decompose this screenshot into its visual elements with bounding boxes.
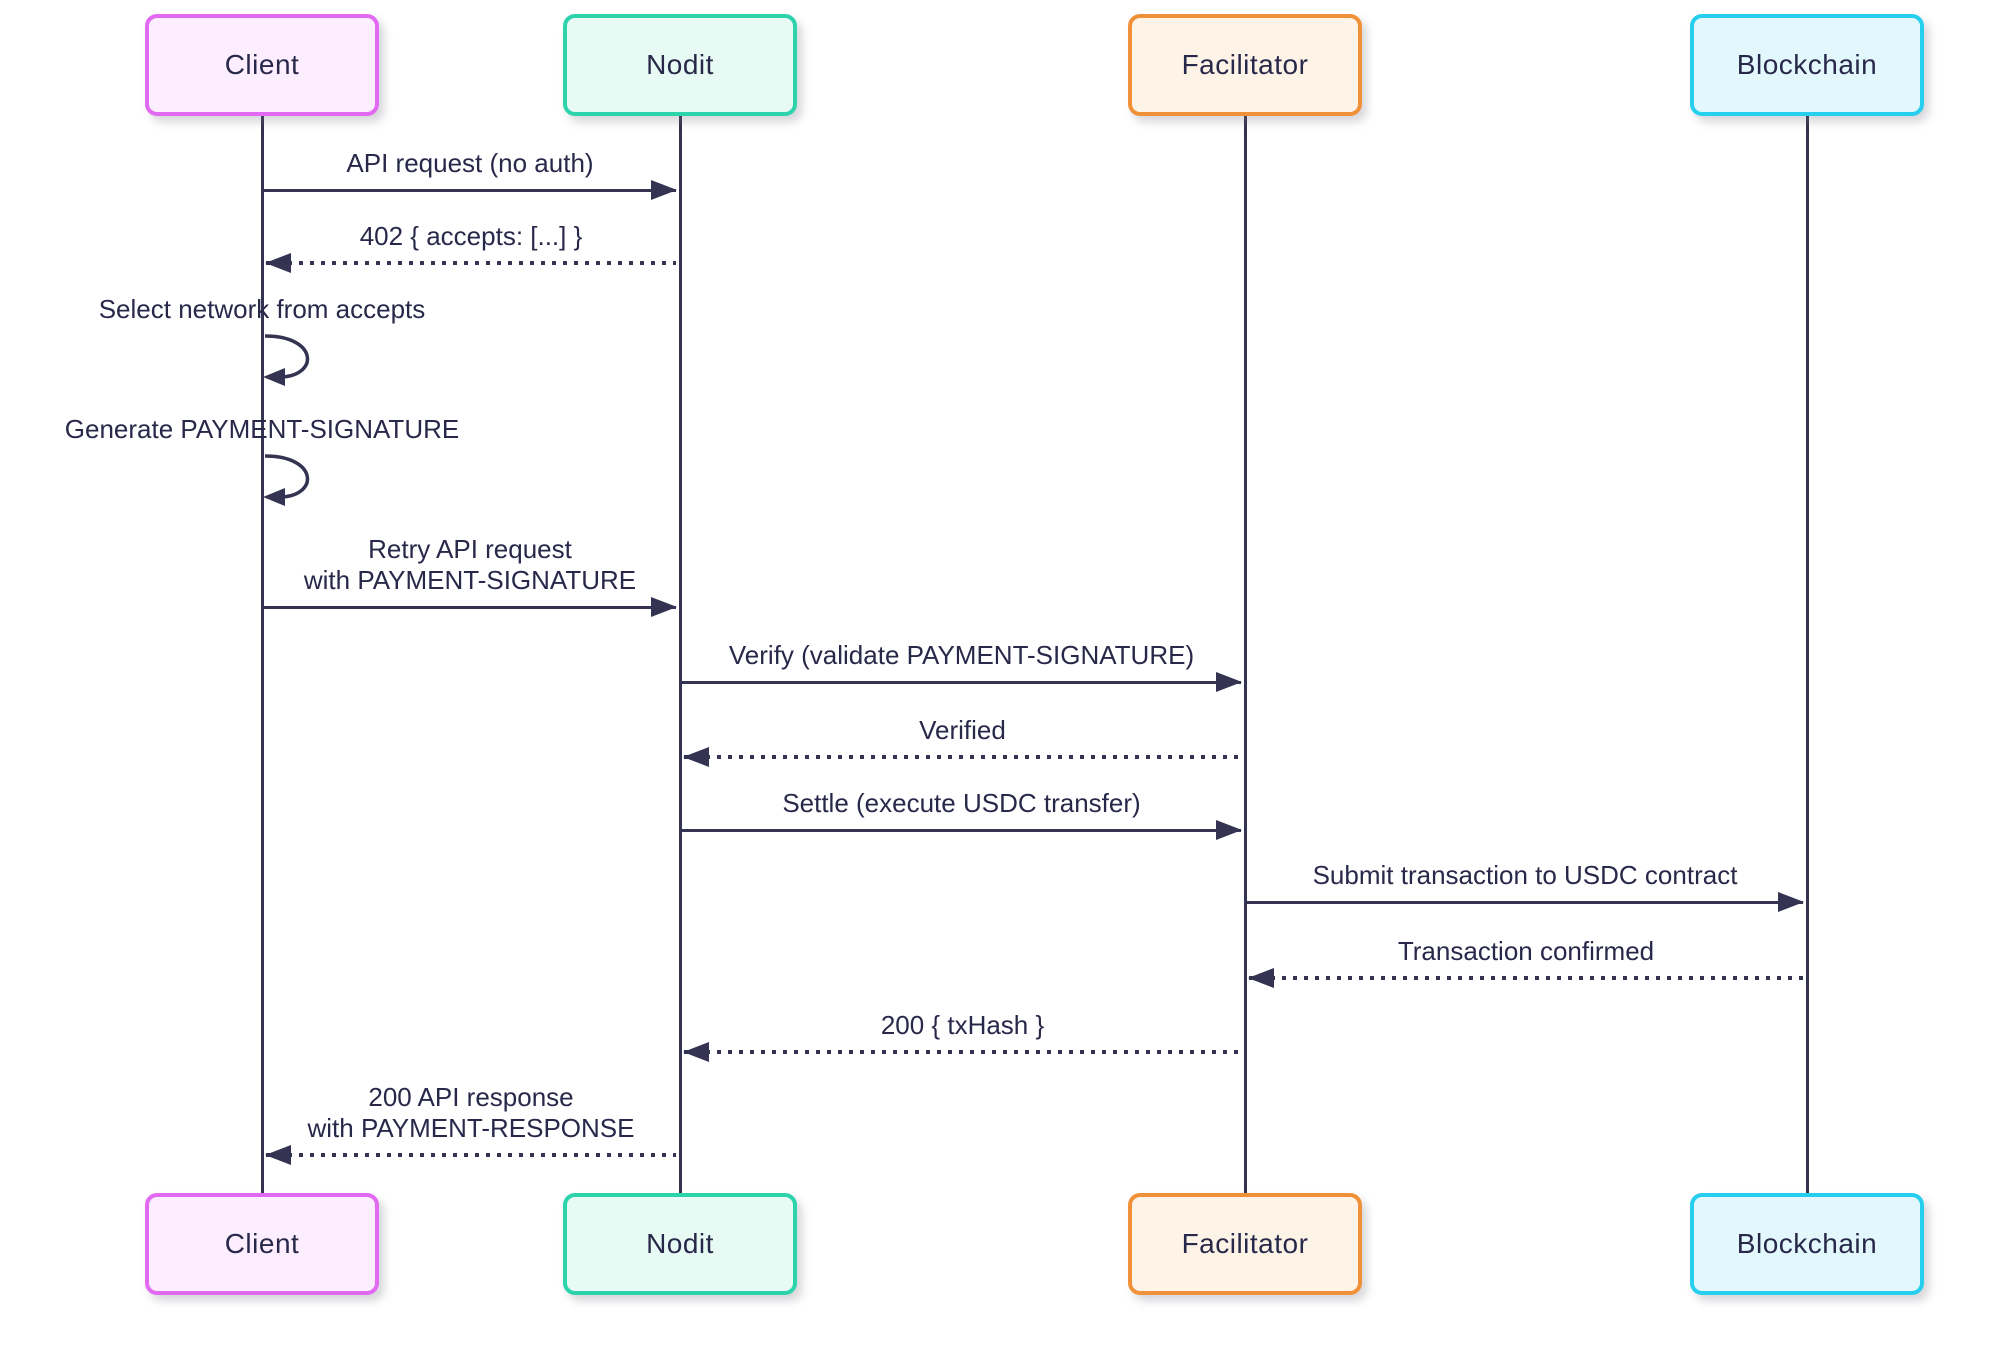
arrow-dotted-left	[683, 747, 1241, 767]
lifeline-facilitator	[1244, 116, 1247, 1193]
actor-blockchain-top: Blockchain	[1690, 14, 1924, 116]
arrow-line	[264, 188, 676, 192]
lifeline-client	[261, 116, 264, 1193]
arrow-line	[682, 680, 1241, 684]
arrow-dotted-left	[265, 1145, 676, 1165]
message-verify: Verify (validate PAYMENT-SIGNATURE)	[682, 640, 1242, 692]
arrow-solid-right	[1247, 892, 1804, 912]
self-loop-arrow	[263, 454, 309, 506]
message-api-response: 200 API response with PAYMENT-RESPONSE	[265, 1082, 676, 1165]
message-settle: Settle (execute USDC transfer)	[682, 788, 1242, 840]
arrow-dotted-left	[1248, 968, 1803, 988]
message-label: API request (no auth)	[346, 148, 594, 178]
arrow-line	[1247, 900, 1803, 904]
message-label: 200 { txHash }	[880, 1010, 1045, 1040]
arrow-dotted-left	[265, 253, 676, 273]
self-loop-arrow	[263, 334, 309, 386]
actor-client-label: Client	[224, 49, 300, 80]
actor-nodit-label: Nodit	[646, 1228, 714, 1259]
arrowhead-left-icon	[265, 1145, 291, 1165]
arrow-solid-right	[682, 820, 1242, 840]
arrow-solid-right	[682, 672, 1242, 692]
arrowhead-left-icon	[683, 1042, 709, 1062]
message-label: Settle (execute USDC transfer)	[782, 788, 1141, 818]
actor-blockchain-label: Blockchain	[1736, 1228, 1878, 1259]
arrow-dotted-left	[683, 1042, 1241, 1062]
actor-nodit-top: Nodit	[563, 14, 797, 116]
message-transaction-confirmed: Transaction confirmed	[1248, 936, 1803, 988]
lifeline-blockchain	[1806, 116, 1809, 1193]
message-label: Transaction confirmed	[1397, 936, 1655, 966]
arrowhead-right-icon	[1778, 892, 1804, 912]
message-label: Verify (validate PAYMENT-SIGNATURE)	[728, 640, 1195, 670]
actor-facilitator-label: Facilitator	[1181, 1228, 1309, 1259]
arrow-line	[684, 755, 1241, 759]
arrowhead-right-icon	[651, 597, 677, 617]
actor-blockchain-label: Blockchain	[1736, 49, 1878, 80]
message-label: Retry API request with PAYMENT-SIGNATURE	[303, 534, 637, 595]
arrow-line	[684, 1050, 1241, 1054]
message-label: Verified	[919, 715, 1006, 745]
message-api-request: API request (no auth)	[264, 148, 677, 200]
arrow-line	[266, 261, 676, 265]
actor-facilitator-bottom: Facilitator	[1128, 1193, 1362, 1295]
arrow-solid-right	[264, 180, 677, 200]
actor-client-top: Client	[145, 14, 379, 116]
arrowhead-right-icon	[1216, 820, 1242, 840]
message-verified: Verified	[683, 715, 1241, 767]
actor-facilitator-label: Facilitator	[1181, 49, 1309, 80]
arrow-line	[682, 828, 1241, 832]
actor-nodit-bottom: Nodit	[563, 1193, 797, 1295]
message-generate-signature: Generate PAYMENT-SIGNATURE	[64, 414, 460, 444]
message-txhash: 200 { txHash }	[683, 1010, 1241, 1062]
message-label: 200 API response with PAYMENT-RESPONSE	[307, 1082, 635, 1143]
lifeline-nodit	[679, 116, 682, 1193]
actor-facilitator-top: Facilitator	[1128, 14, 1362, 116]
message-label: Submit transaction to USDC contract	[1312, 860, 1738, 890]
arrow-line	[264, 605, 676, 609]
message-retry-request: Retry API request with PAYMENT-SIGNATURE	[264, 534, 677, 617]
message-label: 402 { accepts: [...] }	[359, 221, 583, 251]
actor-client-bottom: Client	[145, 1193, 379, 1295]
message-submit-transaction: Submit transaction to USDC contract	[1247, 860, 1804, 912]
arrow-line	[266, 1153, 676, 1157]
arrowhead-right-icon	[1216, 672, 1242, 692]
actor-nodit-label: Nodit	[646, 49, 714, 80]
arrowhead-left-icon	[1248, 968, 1274, 988]
message-select-network: Select network from accepts	[98, 294, 426, 324]
actor-blockchain-bottom: Blockchain	[1690, 1193, 1924, 1295]
arrowhead-left-icon	[265, 253, 291, 273]
arrowhead-right-icon	[651, 180, 677, 200]
arrow-solid-right	[264, 597, 677, 617]
actor-client-label: Client	[224, 1228, 300, 1259]
arrowhead-left-icon	[683, 747, 709, 767]
arrow-line	[1249, 976, 1803, 980]
message-402-accepts: 402 { accepts: [...] }	[265, 221, 676, 273]
